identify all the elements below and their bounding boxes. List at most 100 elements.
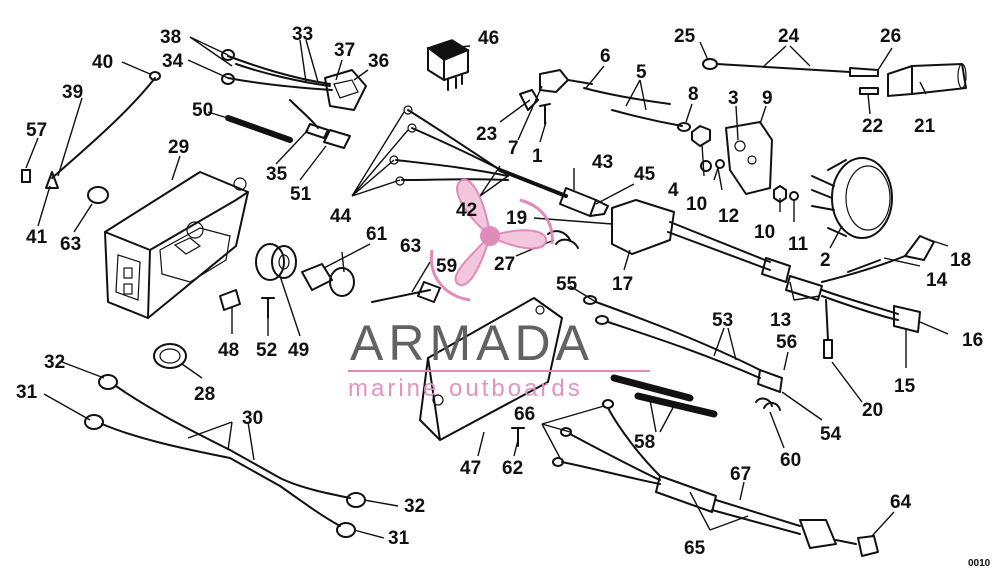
callout-44: 44 — [330, 206, 352, 227]
part-60-clip — [755, 397, 781, 411]
part-5-leads — [583, 87, 691, 132]
part-44-harness — [389, 105, 568, 198]
part-33-harness — [221, 49, 367, 129]
part-17-harness-plug — [611, 199, 791, 283]
watermark-rule — [348, 370, 650, 372]
callout-67: 67 — [730, 464, 751, 485]
callout-32: 32 — [44, 352, 65, 373]
callout-17: 17 — [612, 274, 633, 295]
part-22-pin — [859, 87, 879, 95]
part-29-control-box — [104, 171, 249, 319]
callout-4: 4 — [668, 180, 679, 201]
callout-38: 38 — [160, 27, 181, 48]
figure-code: 0010 — [968, 558, 991, 568]
callout-numbers: 38 34 33 37 36 40 39 57 41 29 63 50 35 5… — [16, 24, 983, 559]
callout-26: 26 — [880, 26, 901, 47]
callout-27: 27 — [494, 254, 515, 275]
callout-60: 60 — [780, 450, 801, 471]
callout-16: 16 — [962, 330, 983, 351]
part-35-terminal — [305, 123, 329, 139]
callout-45: 45 — [634, 164, 656, 185]
part-27-clip — [547, 230, 579, 249]
part-65-switch-harness — [552, 399, 879, 557]
callout-64: 64 — [890, 492, 912, 513]
callout-31-second: 31 — [388, 528, 410, 549]
part-23-bracket — [519, 69, 593, 111]
callout-20: 20 — [862, 400, 883, 421]
callout-55: 55 — [556, 274, 578, 295]
callout-58: 58 — [634, 432, 655, 453]
armada-watermark: ARMADA marine outboards — [348, 178, 650, 402]
callout-32-second: 32 — [404, 496, 425, 517]
callout-53: 53 — [712, 310, 733, 331]
callout-25: 25 — [674, 26, 696, 47]
part-49-grommet — [255, 243, 297, 281]
callout-52: 52 — [256, 340, 277, 361]
callout-2: 2 — [820, 250, 831, 271]
callout-65: 65 — [684, 538, 706, 559]
part-63-washer-center — [329, 267, 355, 297]
part-61-sleeve — [301, 263, 333, 291]
callout-62: 62 — [502, 458, 523, 479]
part-43-connector-plug — [559, 187, 609, 217]
callout-18: 18 — [950, 250, 971, 271]
callout-47: 47 — [460, 458, 481, 479]
part-58-sleeves — [610, 374, 718, 418]
callout-66: 66 — [514, 404, 535, 425]
part-1-screw — [539, 103, 551, 125]
callout-22: 22 — [862, 116, 883, 137]
callout-49: 49 — [288, 340, 309, 361]
part-28-clamp — [153, 343, 187, 369]
callout-10: 10 — [686, 194, 707, 215]
callout-51: 51 — [290, 184, 312, 205]
callout-46: 46 — [478, 28, 499, 49]
part-13-main-harness — [785, 235, 935, 359]
part-59-bolt — [371, 281, 441, 303]
callout-37: 37 — [334, 40, 355, 61]
callout-23: 23 — [476, 124, 497, 145]
callout-34: 34 — [162, 51, 184, 72]
callout-1: 1 — [532, 146, 543, 167]
callout-19: 19 — [506, 208, 527, 229]
callout-6: 6 — [600, 46, 611, 67]
callout-42: 42 — [456, 200, 477, 221]
part-9-bracket — [725, 121, 773, 195]
part-30-battery-cable — [84, 374, 366, 538]
callout-54: 54 — [820, 424, 842, 445]
part-2-gauge — [811, 157, 893, 239]
callout-43: 43 — [592, 152, 613, 173]
callout-48: 48 — [218, 340, 239, 361]
part-52-screw — [261, 297, 275, 319]
callout-7: 7 — [508, 138, 519, 159]
part-50-rod — [225, 115, 293, 143]
callout-3: 3 — [728, 88, 739, 109]
callout-12: 12 — [718, 206, 739, 227]
part-39-ground-strap — [21, 71, 161, 189]
callout-33: 33 — [292, 24, 313, 45]
callout-31: 31 — [16, 382, 38, 403]
callout-8: 8 — [688, 84, 699, 105]
callout-11: 11 — [788, 234, 809, 255]
callout-59: 59 — [436, 256, 457, 277]
callout-28: 28 — [194, 384, 215, 405]
callout-14: 14 — [926, 270, 948, 291]
watermark-title: ARMADA — [350, 315, 594, 371]
callout-9: 9 — [762, 88, 773, 109]
callout-35: 35 — [266, 164, 288, 185]
callout-39: 39 — [62, 82, 83, 103]
callout-13: 13 — [770, 310, 791, 331]
callout-36: 36 — [368, 51, 389, 72]
part-63-washer — [87, 186, 109, 204]
callout-5: 5 — [636, 62, 647, 83]
callout-21: 21 — [914, 116, 936, 137]
callout-15: 15 — [894, 376, 916, 397]
part-62-screw — [511, 427, 525, 447]
part-53-lead — [583, 295, 783, 393]
callout-61: 61 — [366, 224, 388, 245]
watermark-subtitle: marine outboards — [348, 375, 583, 402]
part-46-relay — [426, 39, 470, 91]
propeller-logo — [429, 178, 554, 302]
callout-63: 63 — [60, 234, 81, 255]
